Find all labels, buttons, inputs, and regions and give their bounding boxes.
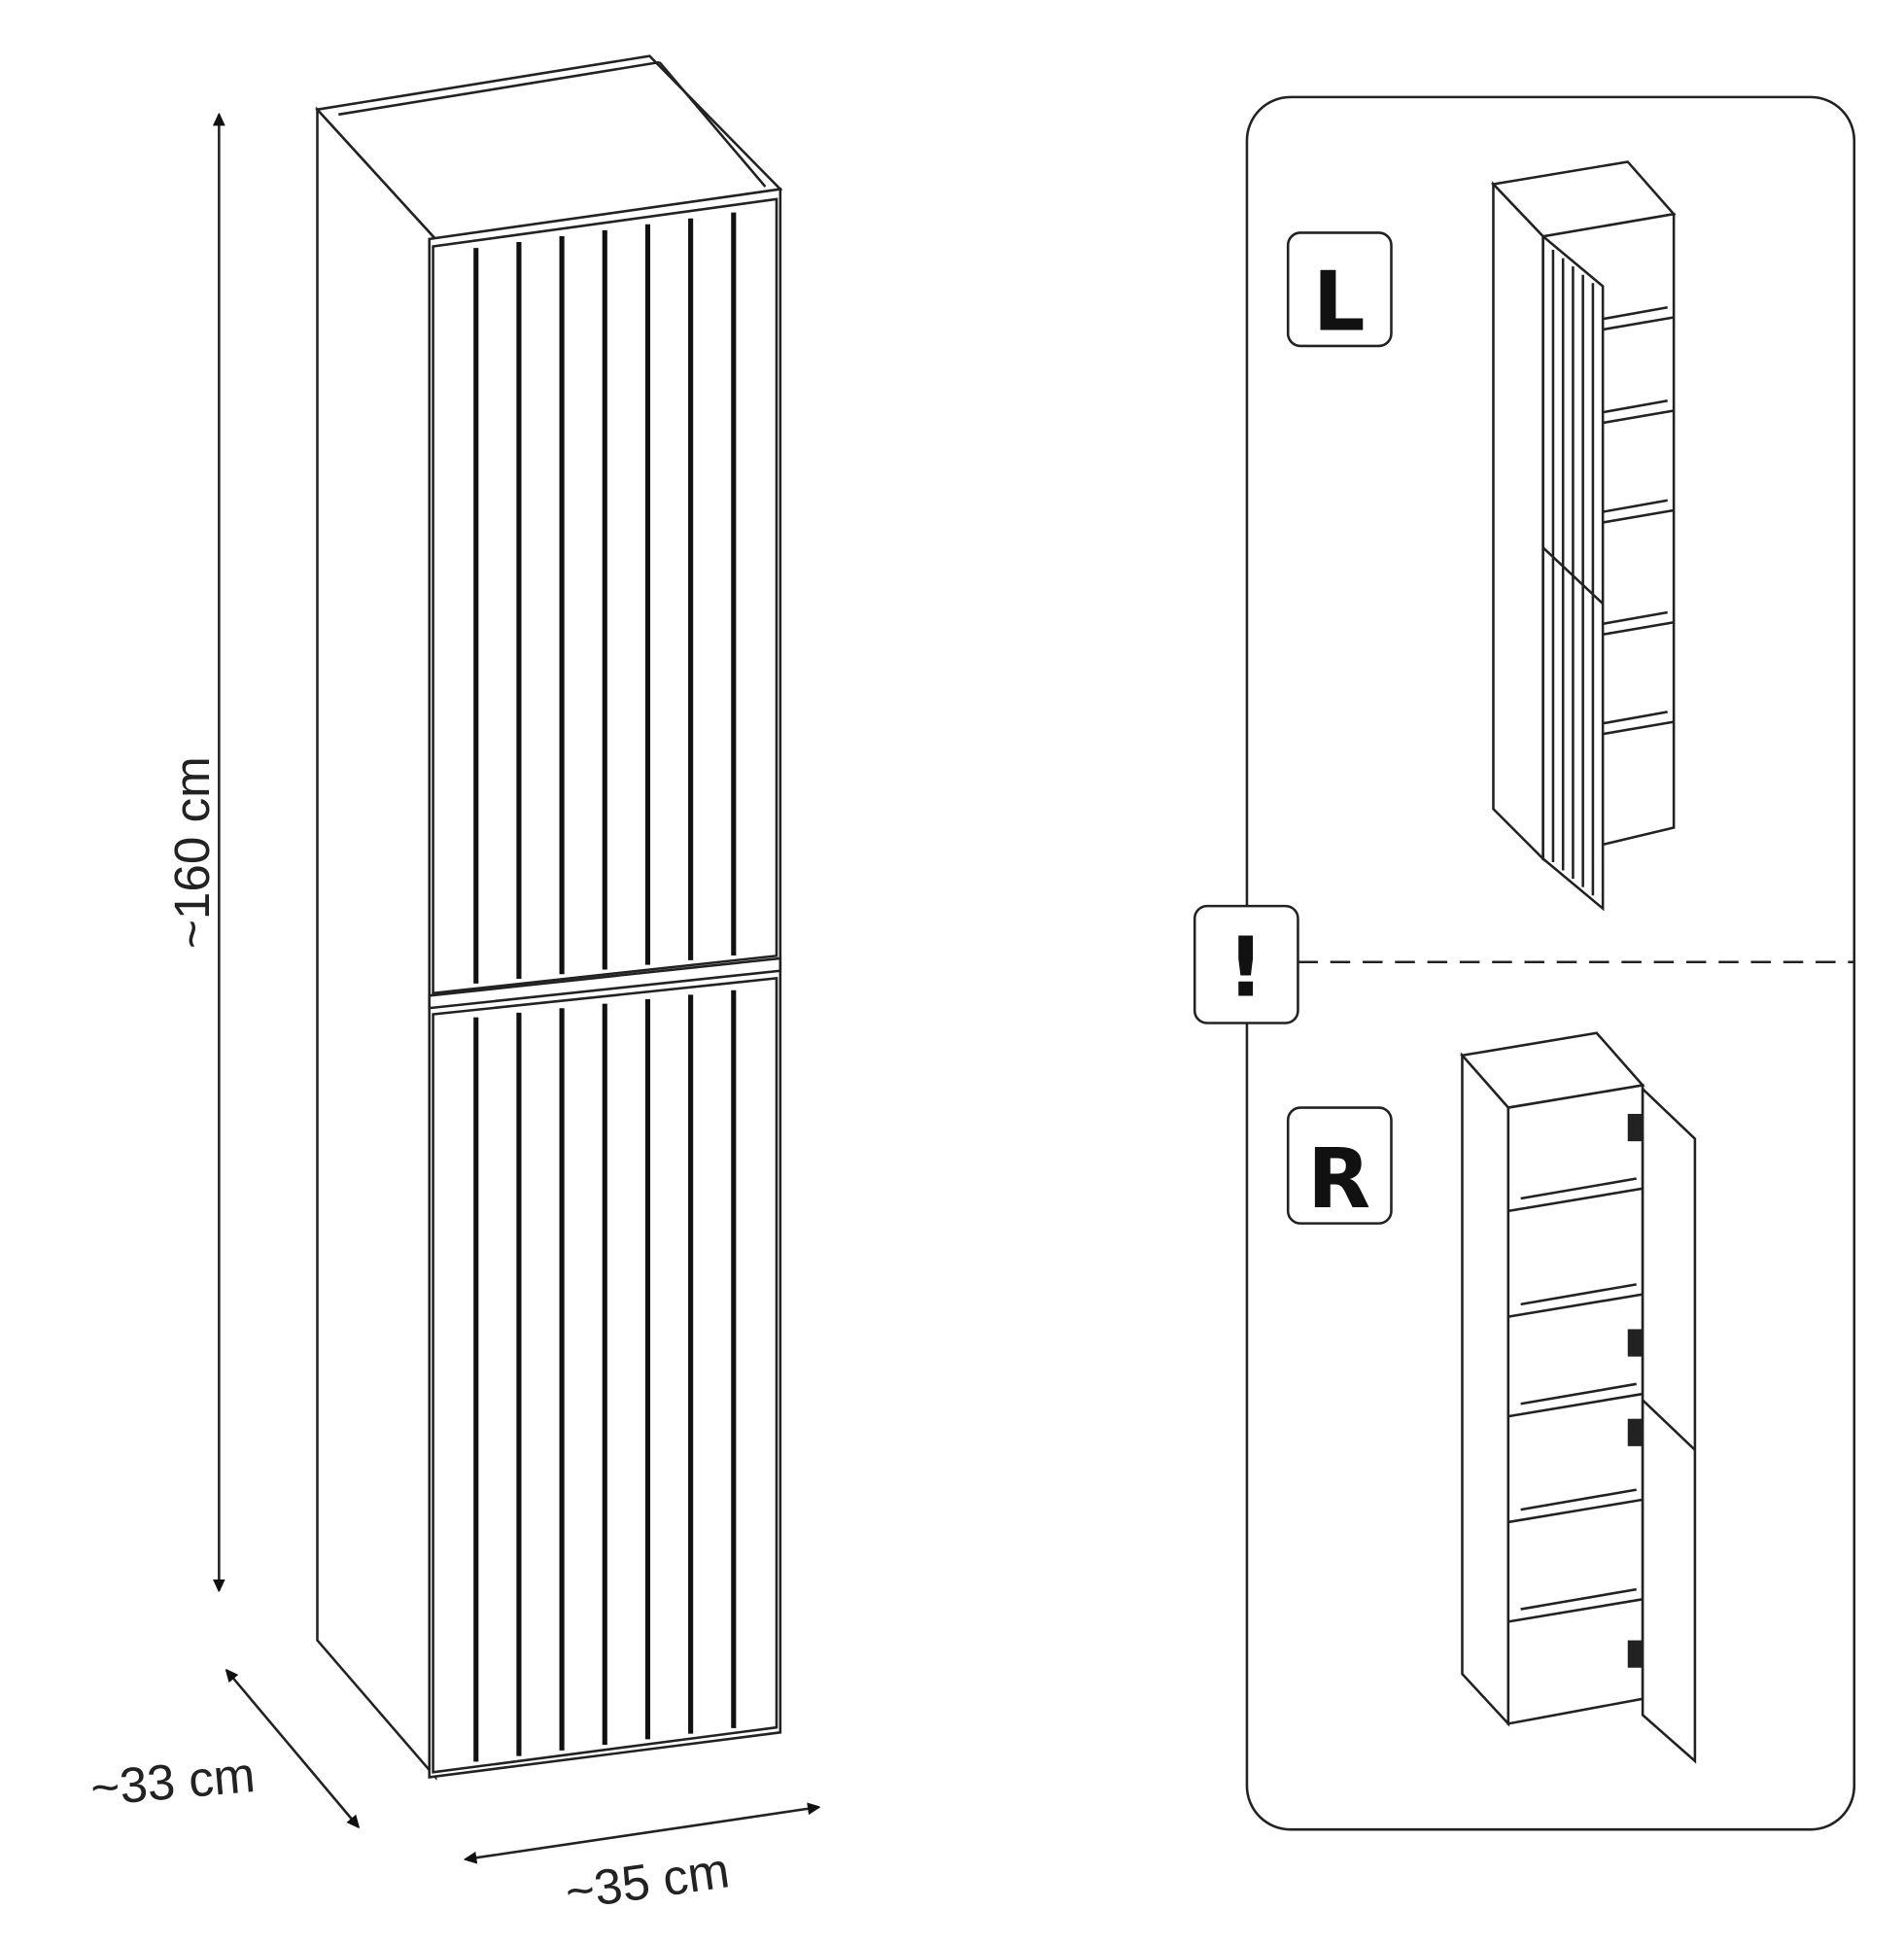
depth-dimension: ~33 cm — [88, 1670, 359, 1826]
shelf — [1520, 1488, 1637, 1511]
shelf — [1507, 1187, 1644, 1213]
depth-arrow — [226, 1670, 359, 1826]
height-label: ~160 cm — [164, 756, 220, 949]
left-hinged-cabinet — [1490, 160, 1677, 912]
notice-icon: ! — [1227, 920, 1264, 1015]
right-hinged-cabinet — [1459, 1031, 1697, 1764]
notice-badge: ! — [1193, 904, 1299, 1024]
height-dimension: ~160 cm — [164, 115, 220, 1591]
width-label: ~35 cm — [562, 1842, 733, 1920]
left-variant-label: L — [1313, 254, 1366, 349]
right-variant-badge: R — [1286, 1106, 1393, 1227]
shelf — [1520, 1177, 1637, 1200]
shelf — [1520, 1283, 1637, 1306]
shelf — [1507, 1293, 1644, 1318]
shelf — [1507, 1598, 1644, 1623]
depth-label: ~33 cm — [88, 1747, 258, 1817]
variant-panel: ! L R — [1193, 95, 1856, 1831]
right-variant-label: R — [1307, 1131, 1370, 1227]
shelf — [1507, 1392, 1644, 1418]
width-arrow — [466, 1807, 819, 1859]
shelf — [1520, 1382, 1637, 1406]
width-dimension: ~35 cm — [466, 1807, 819, 1920]
cabinet-side-panel — [316, 106, 437, 1781]
shelf — [1507, 1498, 1644, 1524]
shelf — [1520, 1587, 1637, 1611]
door-handle — [428, 956, 782, 1010]
left-variant-badge: L — [1286, 231, 1393, 349]
main-cabinet — [314, 54, 783, 1781]
door-grooves — [473, 212, 737, 1762]
